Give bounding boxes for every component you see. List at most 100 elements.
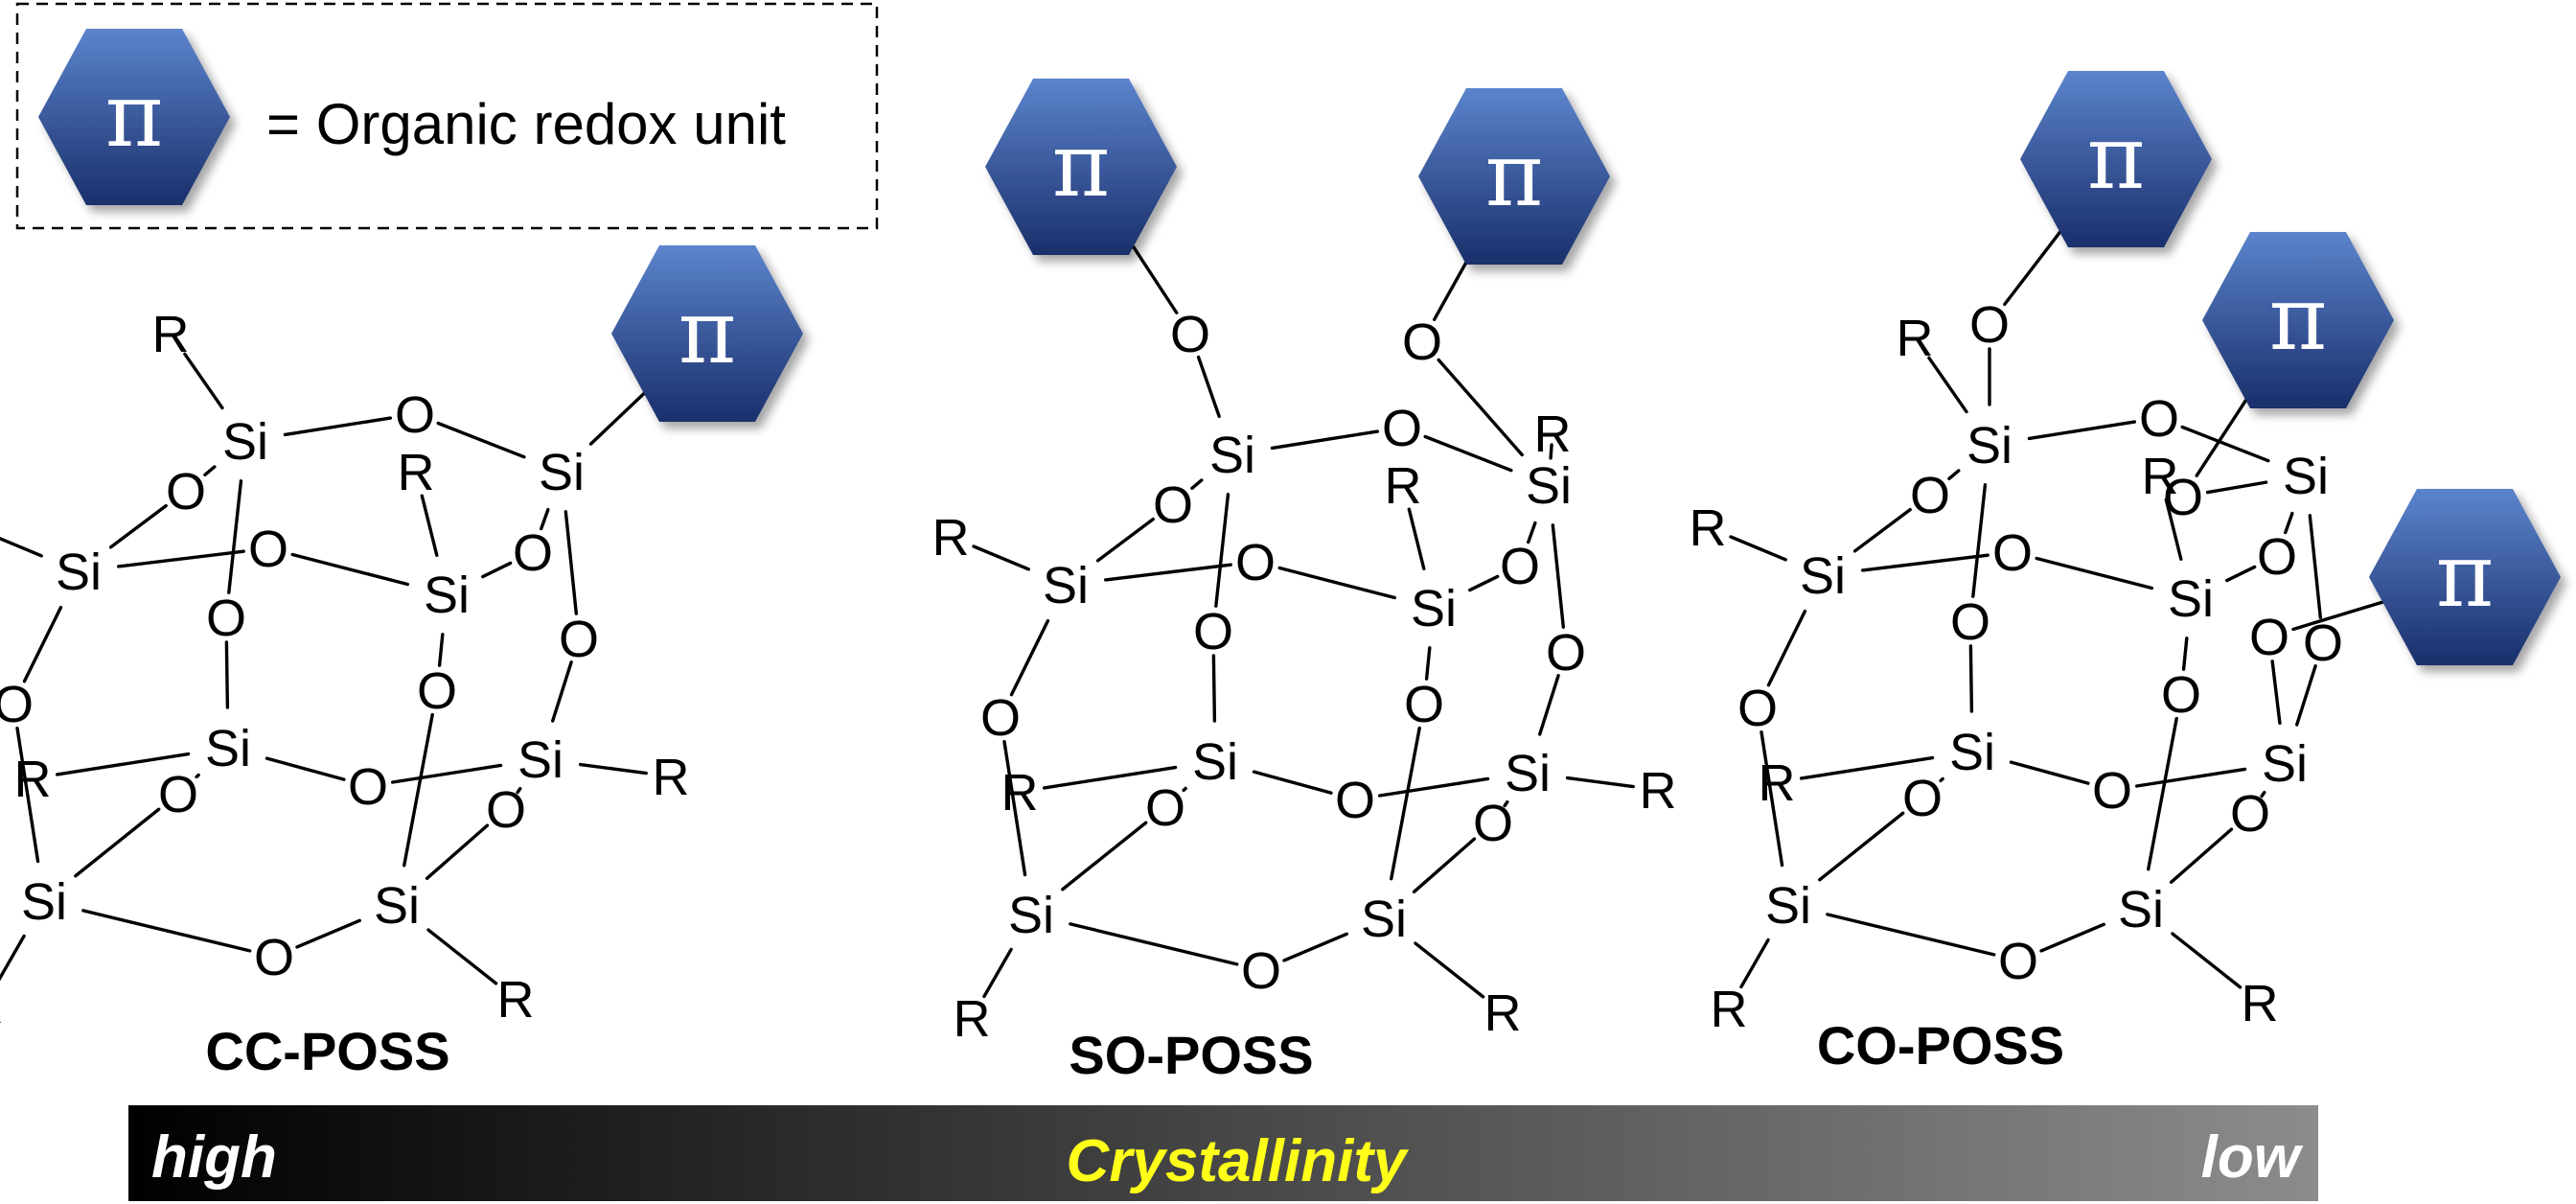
pi-hexagon-icon: π bbox=[2020, 71, 2212, 247]
r-group-label: R bbox=[1759, 754, 1796, 812]
r-group-label: R bbox=[653, 749, 690, 806]
oxygen-atom: O bbox=[248, 521, 288, 578]
bond bbox=[227, 479, 243, 594]
bond bbox=[2147, 716, 2178, 871]
molecule-name-so-poss: SO-POSS bbox=[1069, 1025, 1313, 1085]
oxygen-atom: O bbox=[1910, 467, 1950, 524]
bond bbox=[437, 633, 445, 667]
bond bbox=[2270, 660, 2282, 726]
bond bbox=[1252, 770, 1333, 795]
bond bbox=[2205, 480, 2268, 495]
molecule-name-cc-poss: CC-POSS bbox=[205, 1021, 449, 1081]
bond bbox=[22, 605, 63, 683]
bond bbox=[55, 752, 191, 776]
bond bbox=[203, 465, 217, 476]
hexagon-shape bbox=[2202, 232, 2394, 408]
bond bbox=[2171, 932, 2242, 989]
bond bbox=[420, 494, 439, 557]
hexagon-shape bbox=[2369, 489, 2561, 665]
oxygen-atom: O bbox=[1902, 770, 1943, 827]
bonds bbox=[0, 352, 648, 985]
bond bbox=[1412, 837, 1477, 894]
r-group-label: R bbox=[1385, 457, 1422, 515]
molecule-cc-poss: SiSiSiSiSiSiSiSiOOOOOOOOOOOORRRRRRRπ bbox=[0, 245, 803, 1034]
oxygen-atom: O bbox=[166, 463, 206, 521]
bond bbox=[264, 756, 346, 781]
bond bbox=[1282, 932, 1349, 962]
bond bbox=[2027, 420, 2137, 441]
bond bbox=[1190, 478, 1204, 490]
legend-pi-hexagon: π bbox=[38, 29, 230, 205]
bond bbox=[0, 934, 26, 982]
legend-pi-hexagon-icon: π bbox=[38, 29, 230, 205]
oxygen-atom: O bbox=[417, 662, 457, 720]
bond bbox=[1852, 507, 1912, 553]
bond bbox=[1565, 776, 1635, 789]
r-group-label: R bbox=[1711, 981, 1748, 1038]
oxygen-atom: O bbox=[1241, 942, 1281, 1000]
r-group-label: R bbox=[1897, 310, 1934, 367]
silicon-atom: Si bbox=[1192, 733, 1238, 791]
silicon-atom: Si bbox=[1765, 877, 1811, 935]
bond bbox=[2260, 790, 2266, 799]
silicon-atom: Si bbox=[424, 567, 470, 624]
oxygen-atom: O bbox=[1145, 779, 1185, 837]
bond bbox=[1095, 517, 1155, 563]
legend-text: = Organic redox unit bbox=[266, 92, 786, 156]
oxygen-atom: O bbox=[1473, 795, 1513, 852]
bond bbox=[2180, 425, 2270, 463]
crystallinity-low-label: low bbox=[2201, 1124, 2304, 1191]
bond bbox=[982, 947, 1013, 999]
r-group-label: R bbox=[14, 751, 52, 808]
r-group-label: R bbox=[0, 977, 4, 1034]
bond bbox=[108, 503, 168, 549]
oxygen-atom: O bbox=[1402, 313, 1442, 371]
oxygen-atom: O bbox=[2139, 390, 2179, 448]
pi-symbol: π bbox=[2087, 106, 2145, 209]
oxygen-atom: O bbox=[1969, 296, 2010, 354]
bond bbox=[1182, 786, 1187, 793]
bond bbox=[2039, 922, 2106, 953]
bond bbox=[1551, 523, 1566, 629]
oxygen-atom: O bbox=[1382, 400, 1422, 457]
silicon-atom: Si bbox=[21, 873, 67, 931]
bonds bbox=[1729, 224, 2386, 989]
bond bbox=[1277, 566, 1397, 600]
bond bbox=[481, 561, 513, 579]
bond bbox=[290, 552, 410, 587]
bond bbox=[1423, 434, 1513, 473]
bond bbox=[1503, 799, 1509, 808]
bond bbox=[1860, 553, 1990, 572]
pi-symbol: π bbox=[2436, 524, 2494, 627]
hexagon-shape bbox=[1418, 88, 1610, 265]
crystallinity-bar: high Crystallinity low bbox=[128, 1105, 2318, 1201]
bond bbox=[1549, 443, 1553, 460]
bond bbox=[1407, 507, 1426, 570]
crystallinity-high-label: high bbox=[151, 1124, 277, 1191]
oxygen-atom: O bbox=[1153, 476, 1193, 534]
bond bbox=[1968, 644, 1974, 713]
hexagon-shape bbox=[38, 29, 230, 205]
oxygen-atom: O bbox=[2161, 666, 2201, 724]
oxygen-atom: O bbox=[1998, 933, 2038, 990]
r-group-label: R bbox=[497, 971, 535, 1029]
r-group-label: R bbox=[2242, 975, 2279, 1032]
silicon-atom: Si bbox=[2283, 448, 2329, 505]
bond bbox=[1527, 521, 1537, 544]
bond bbox=[2181, 637, 2189, 671]
pi-symbol: π bbox=[678, 281, 736, 383]
bond bbox=[1468, 574, 1500, 592]
bond bbox=[402, 712, 434, 868]
oxygen-atom: O bbox=[2257, 528, 2297, 586]
silicon-atom: Si bbox=[539, 444, 585, 501]
bond bbox=[1042, 765, 1178, 790]
bond bbox=[564, 510, 579, 615]
oxygen-atom: O bbox=[395, 386, 435, 444]
oxygen-atom: O bbox=[2163, 469, 2203, 526]
oxygen-atom: O bbox=[1950, 593, 1990, 651]
bond bbox=[1214, 493, 1230, 608]
bond bbox=[1270, 429, 1380, 451]
bond bbox=[1211, 654, 1217, 723]
